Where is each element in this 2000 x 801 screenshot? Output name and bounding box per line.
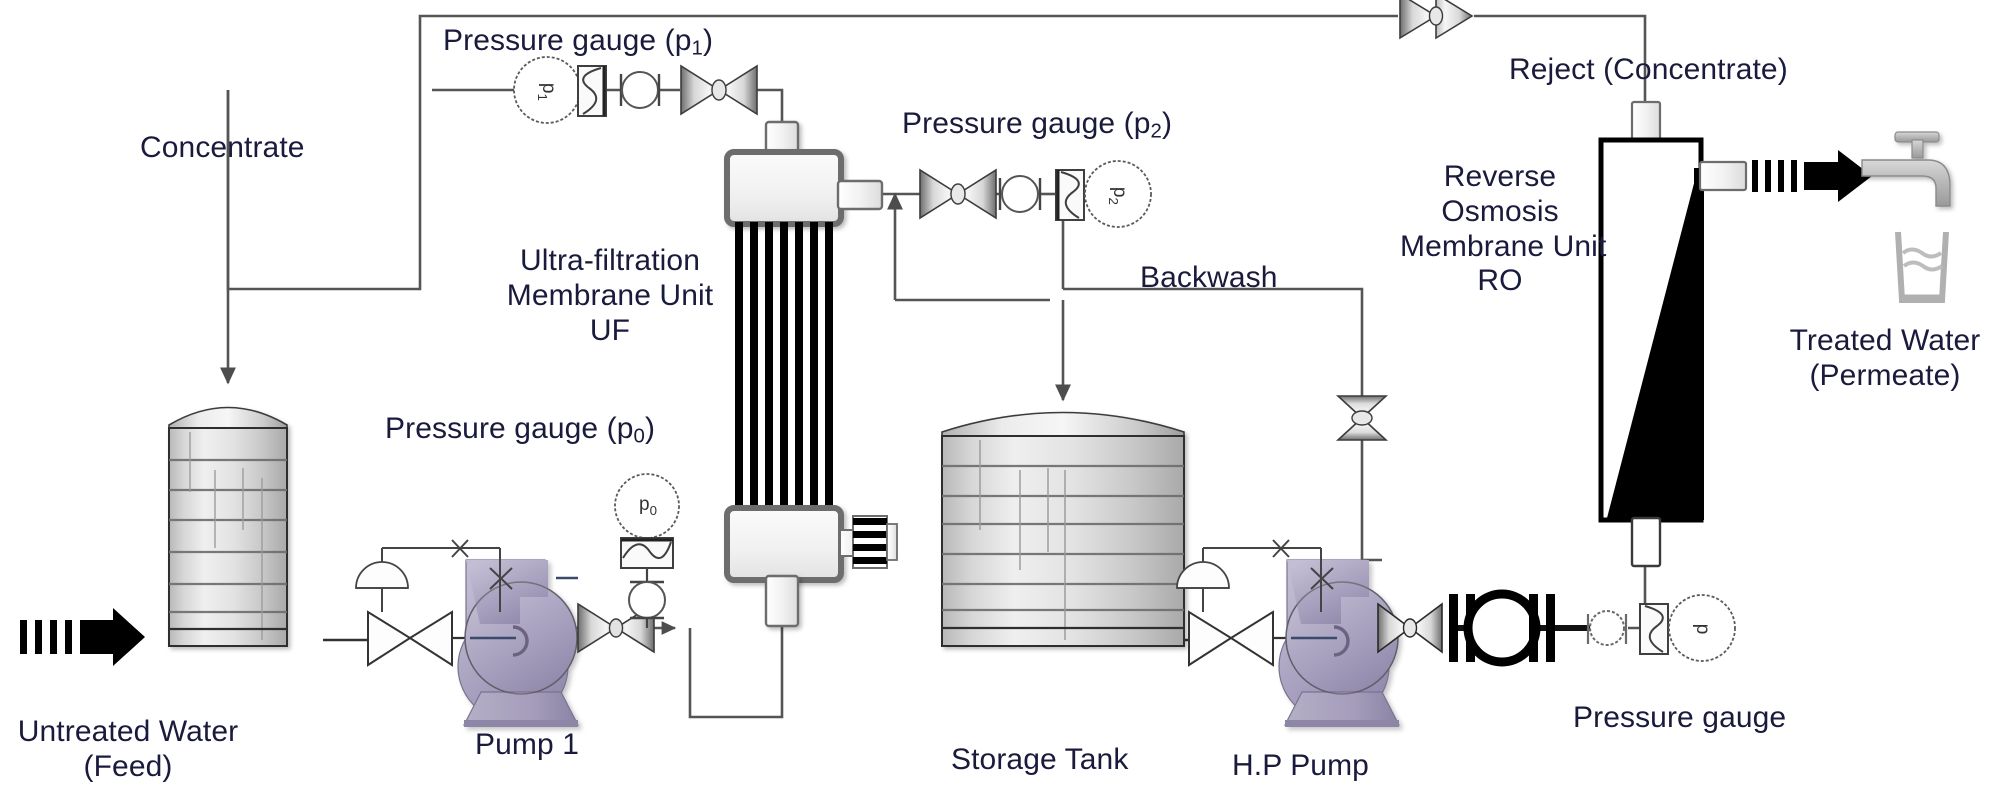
pressure-gauge-p0-symbol[interactable]: [614, 473, 680, 628]
pipe-backwash-2: [1360, 440, 1382, 562]
gauge-tag-p0: p0: [639, 494, 657, 518]
hp-discharge-valve[interactable]: [1377, 602, 1443, 654]
pump-1[interactable]: [355, 539, 655, 727]
hp-pump[interactable]: [1176, 539, 1400, 727]
label-treated-water: Treated Water (Permeate): [1789, 324, 1981, 392]
p2-butterfly-valve[interactable]: [919, 168, 997, 220]
label-pressure-gauge-ro: Pressure gauge: [1573, 701, 1787, 734]
label-concentrate: Concentrate: [140, 131, 305, 164]
pump1-suction-valve[interactable]: [367, 610, 453, 667]
reject-butterfly-valve[interactable]: [1399, 0, 1474, 40]
feed-inlet-arrow: [20, 608, 145, 666]
label-storage-tank: Storage Tank: [951, 743, 1129, 776]
p1-butterfly-valve[interactable]: [680, 64, 758, 116]
pipe-reject-return: [1474, 14, 1647, 110]
ro-membrane-unit[interactable]: [1598, 100, 1748, 568]
pressure-gauge-ro-symbol[interactable]: [1586, 594, 1736, 662]
feed-tank[interactable]: [168, 406, 288, 647]
backwash-butterfly-valve[interactable]: [1335, 395, 1389, 441]
storage-tank[interactable]: [941, 411, 1185, 647]
label-pressure-gauge-p0: Pressure gauge (p0): [385, 412, 656, 448]
uf-membrane-unit[interactable]: [724, 120, 898, 628]
label-pressure-gauge-p1: Pressure gauge (p1): [443, 24, 714, 60]
uf-bottom-port: [839, 515, 898, 569]
label-reject: Reject (Concentrate): [1509, 53, 1788, 86]
pipe-reject-return-2: [418, 14, 1398, 88]
water-glass-icon: [1895, 231, 1949, 303]
pressure-gauge-p1-symbol[interactable]: [513, 56, 661, 124]
label-backwash: Backwash: [1140, 261, 1278, 294]
label-untreated-water: Untreated Water (Feed): [17, 715, 239, 783]
label-pump-1: Pump 1: [475, 728, 579, 761]
gauge-tag-p1: p1: [535, 82, 559, 101]
hp-pump-suction-valve[interactable]: [1188, 610, 1274, 667]
uf-hollow-fibers: [735, 222, 833, 512]
label-ro-unit: Reverse Osmosis Membrane Unit RO: [1400, 160, 1607, 298]
permeate-outlet-arrow: [1752, 150, 1872, 202]
label-uf-unit: Ultra-filtration Membrane Unit UF: [506, 244, 714, 347]
faucet-icon: [1861, 131, 1951, 207]
gauge-tag-p-ro: p: [1692, 623, 1713, 635]
pipe-to-uf-bottom: [688, 578, 791, 719]
gauge-tag-p2: p2: [1106, 186, 1130, 205]
pressure-gauge-p2-symbol[interactable]: [998, 160, 1152, 228]
pipe-backwash: [1063, 287, 1364, 396]
pipe-concentrate-left: [226, 88, 422, 291]
flow-meter: [1449, 589, 1555, 667]
label-pressure-gauge-p2: Pressure gauge (p2): [902, 107, 1173, 143]
label-hp-pump: H.P Pump: [1232, 749, 1369, 782]
